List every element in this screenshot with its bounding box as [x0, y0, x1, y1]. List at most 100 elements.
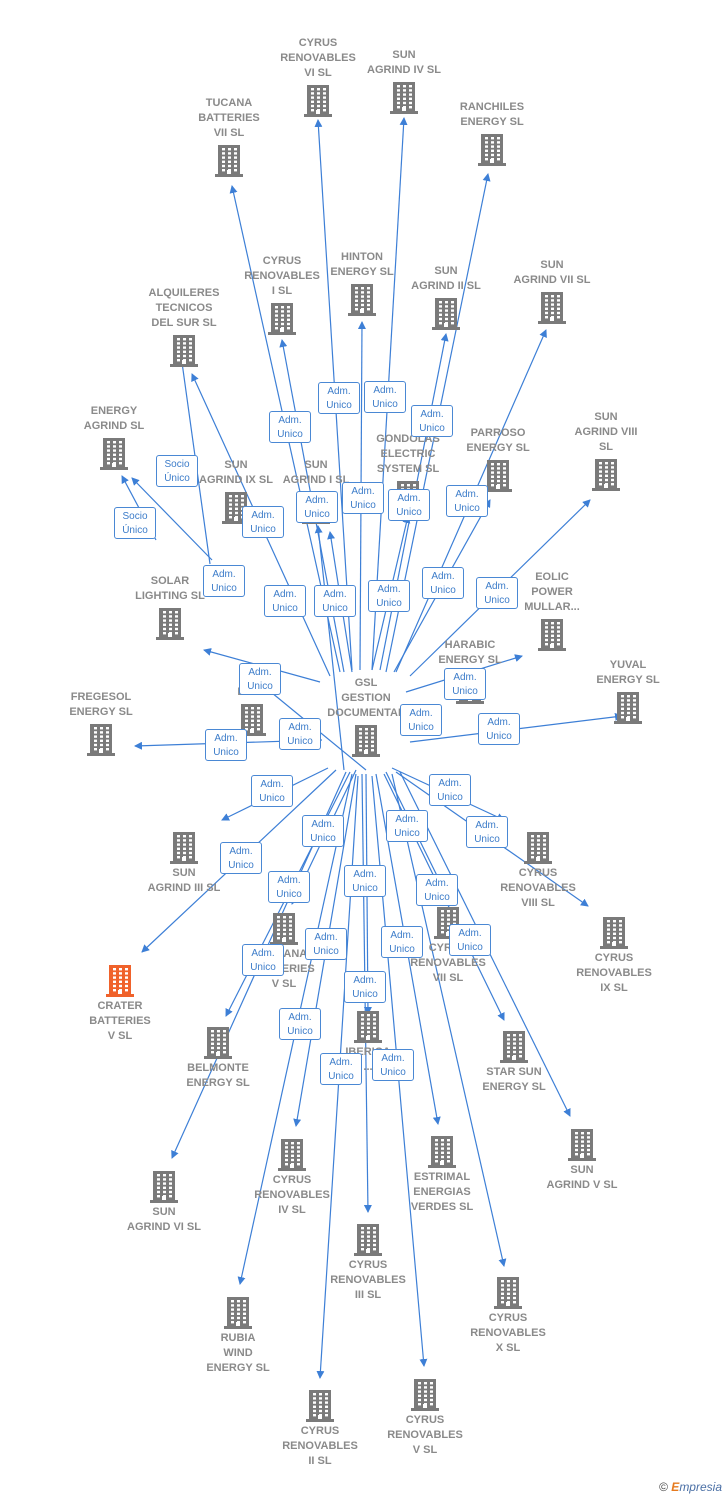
- building-icon: [354, 1011, 382, 1043]
- company-node-belmonte[interactable]: BELMONTE ENERGY SL: [163, 1023, 273, 1091]
- relation-label[interactable]: Socio Único: [114, 507, 156, 539]
- company-node-eolic[interactable]: EOLIC POWER MULLAR...: [497, 570, 607, 653]
- relation-label[interactable]: Adm. Unico: [381, 926, 423, 958]
- building-icon: [215, 145, 243, 177]
- company-node-cyrus5[interactable]: CYRUS RENOVABLES V SL: [370, 1375, 480, 1458]
- brand-name: mpresia: [679, 1480, 722, 1494]
- company-node-yuval[interactable]: YUVAL ENERGY SL: [573, 658, 683, 726]
- company-node-cyrus10[interactable]: CYRUS RENOVABLES X SL: [453, 1273, 563, 1356]
- company-label: SUN AGRIND V SL: [546, 1164, 618, 1191]
- relation-label[interactable]: Adm. Unico: [364, 381, 406, 413]
- relation-label[interactable]: Adm. Unico: [318, 382, 360, 414]
- relation-label[interactable]: Adm. Unico: [264, 585, 306, 617]
- building-icon: [494, 1277, 522, 1309]
- company-label: HARABIC ENERGY SL: [438, 639, 502, 666]
- company-node-tucana[interactable]: TUCANA BATTERIES VII SL: [174, 96, 284, 179]
- relation-label[interactable]: Adm. Unico: [422, 567, 464, 599]
- relation-label[interactable]: Adm. Unico: [386, 810, 428, 842]
- relation-label[interactable]: Adm. Unico: [444, 668, 486, 700]
- building-icon: [106, 965, 134, 997]
- relation-label[interactable]: Adm. Unico: [400, 704, 442, 736]
- relation-label[interactable]: Adm. Unico: [251, 775, 293, 807]
- relation-label[interactable]: Adm. Unico: [269, 411, 311, 443]
- relation-label[interactable]: Adm. Unico: [466, 816, 508, 848]
- relation-label[interactable]: Adm. Unico: [342, 482, 384, 514]
- company-label: BELMONTE ENERGY SL: [186, 1062, 250, 1089]
- company-node-fregesol[interactable]: FREGESOL ENERGY SL: [46, 690, 156, 758]
- company-node-crater[interactable]: CRATER BATTERIES V SL: [65, 961, 175, 1044]
- company-node-energyagrind[interactable]: ENERGY AGRIND SL: [59, 404, 169, 472]
- copyright-symbol: ©: [659, 1480, 668, 1494]
- company-node-ranchiles[interactable]: RANCHILES ENERGY SL: [437, 100, 547, 168]
- company-node-parroso[interactable]: PARROSO ENERGY SL: [443, 426, 553, 494]
- company-label: CYRUS RENOVABLES III SL: [330, 1259, 406, 1301]
- relation-label[interactable]: Adm. Unico: [220, 842, 262, 874]
- relation-label[interactable]: Adm. Unico: [429, 774, 471, 806]
- relation-label[interactable]: Adm. Unico: [268, 871, 310, 903]
- building-icon: [238, 704, 266, 736]
- company-label: CYRUS RENOVABLES IV SL: [254, 1174, 330, 1216]
- relation-label[interactable]: Adm. Unico: [314, 585, 356, 617]
- building-icon: [222, 492, 250, 524]
- building-icon: [270, 913, 298, 945]
- company-node-sunagr4[interactable]: SUN AGRIND IV SL: [349, 48, 459, 116]
- relation-label[interactable]: Adm. Unico: [411, 405, 453, 437]
- company-label: YUVAL ENERGY SL: [596, 659, 660, 686]
- company-node-hinton[interactable]: HINTON ENERGY SL: [307, 250, 417, 318]
- company-node-rubia[interactable]: RUBIA WIND ENERGY SL: [183, 1293, 293, 1376]
- company-label: SUN AGRIND VII SL: [513, 259, 591, 286]
- relation-label[interactable]: Adm. Unico: [279, 1008, 321, 1040]
- company-node-sunagr2[interactable]: SUN AGRIND II SL: [391, 264, 501, 332]
- relation-label[interactable]: Adm. Unico: [446, 485, 488, 517]
- company-node-cyrus8[interactable]: CYRUS RENOVABLES VIII SL: [483, 828, 593, 911]
- company-node-gsl[interactable]: GSL GESTION DOCUMENTAL: [311, 676, 421, 759]
- relation-label[interactable]: Adm. Unico: [302, 815, 344, 847]
- relation-label[interactable]: Adm. Unico: [449, 924, 491, 956]
- relation-label[interactable]: Adm. Unico: [242, 506, 284, 538]
- relation-label[interactable]: Adm. Unico: [368, 580, 410, 612]
- relation-label[interactable]: Adm. Unico: [388, 489, 430, 521]
- relation-label[interactable]: Adm. Unico: [344, 865, 386, 897]
- relation-label[interactable]: Adm. Unico: [416, 874, 458, 906]
- relation-label[interactable]: Adm. Unico: [344, 971, 386, 1003]
- company-node-solar[interactable]: SOLAR LIGHTING SL: [115, 574, 225, 642]
- company-node-cyrus2[interactable]: CYRUS RENOVABLES II SL: [265, 1386, 375, 1469]
- relation-label[interactable]: Adm. Unico: [239, 663, 281, 695]
- company-node-cyrus4[interactable]: CYRUS RENOVABLES IV SL: [237, 1135, 347, 1218]
- company-node-sunagr3[interactable]: SUN AGRIND III SL: [129, 828, 239, 896]
- relation-label[interactable]: Adm. Unico: [305, 928, 347, 960]
- company-node-cyrus3[interactable]: CYRUS RENOVABLES III SL: [313, 1220, 423, 1303]
- building-icon: [87, 724, 115, 756]
- building-icon: [304, 85, 332, 117]
- company-label: ESTRIMAL ENERGIAS VERDES SL: [410, 1171, 474, 1213]
- relation-label[interactable]: Adm. Unico: [476, 577, 518, 609]
- company-label: CRATER BATTERIES V SL: [89, 1000, 151, 1042]
- company-node-cyrus1[interactable]: CYRUS RENOVABLES I SL: [227, 254, 337, 337]
- company-node-alquileres[interactable]: ALQUILERES TECNICOS DEL SUR SL: [129, 286, 239, 369]
- relation-label[interactable]: Adm. Unico: [205, 729, 247, 761]
- company-node-cyrus9[interactable]: CYRUS RENOVABLES IX SL: [559, 913, 669, 996]
- relation-label[interactable]: Adm. Unico: [242, 944, 284, 976]
- relation-label[interactable]: Adm. Unico: [279, 718, 321, 750]
- relation-label[interactable]: Adm. Unico: [372, 1049, 414, 1081]
- company-label: PARROSO ENERGY SL: [466, 427, 530, 454]
- company-node-sunagr5[interactable]: SUN AGRIND V SL: [527, 1125, 637, 1193]
- company-label: CYRUS RENOVABLES VIII SL: [500, 867, 576, 909]
- company-node-estrimal[interactable]: ESTRIMAL ENERGIAS VERDES SL: [387, 1132, 497, 1215]
- company-node-sunagr6[interactable]: SUN AGRIND VI SL: [109, 1167, 219, 1235]
- company-label: GSL GESTION DOCUMENTAL: [327, 677, 405, 719]
- relation-label[interactable]: Adm. Unico: [478, 713, 520, 745]
- company-node-starsun[interactable]: STAR SUN ENERGY SL: [459, 1027, 569, 1095]
- company-node-sunagr7[interactable]: SUN AGRIND VII SL: [497, 258, 607, 326]
- company-node-sunagr8[interactable]: SUN AGRIND VIII SL: [551, 410, 661, 493]
- company-label: SUN AGRIND IX SL: [199, 459, 273, 486]
- relation-label[interactable]: Adm. Unico: [320, 1053, 362, 1085]
- company-node-cyrus6[interactable]: CYRUS RENOVABLES VI SL: [263, 36, 373, 119]
- company-node-sunagr9[interactable]: SUN AGRIND IX SL: [181, 458, 291, 526]
- relation-label[interactable]: Socio Único: [156, 455, 198, 487]
- company-label: SUN AGRIND VIII SL: [574, 411, 638, 453]
- relation-label[interactable]: Adm. Unico: [203, 565, 245, 597]
- building-icon: [204, 1027, 232, 1059]
- relation-label[interactable]: Adm. Unico: [296, 491, 338, 523]
- company-label: STAR SUN ENERGY SL: [482, 1066, 546, 1093]
